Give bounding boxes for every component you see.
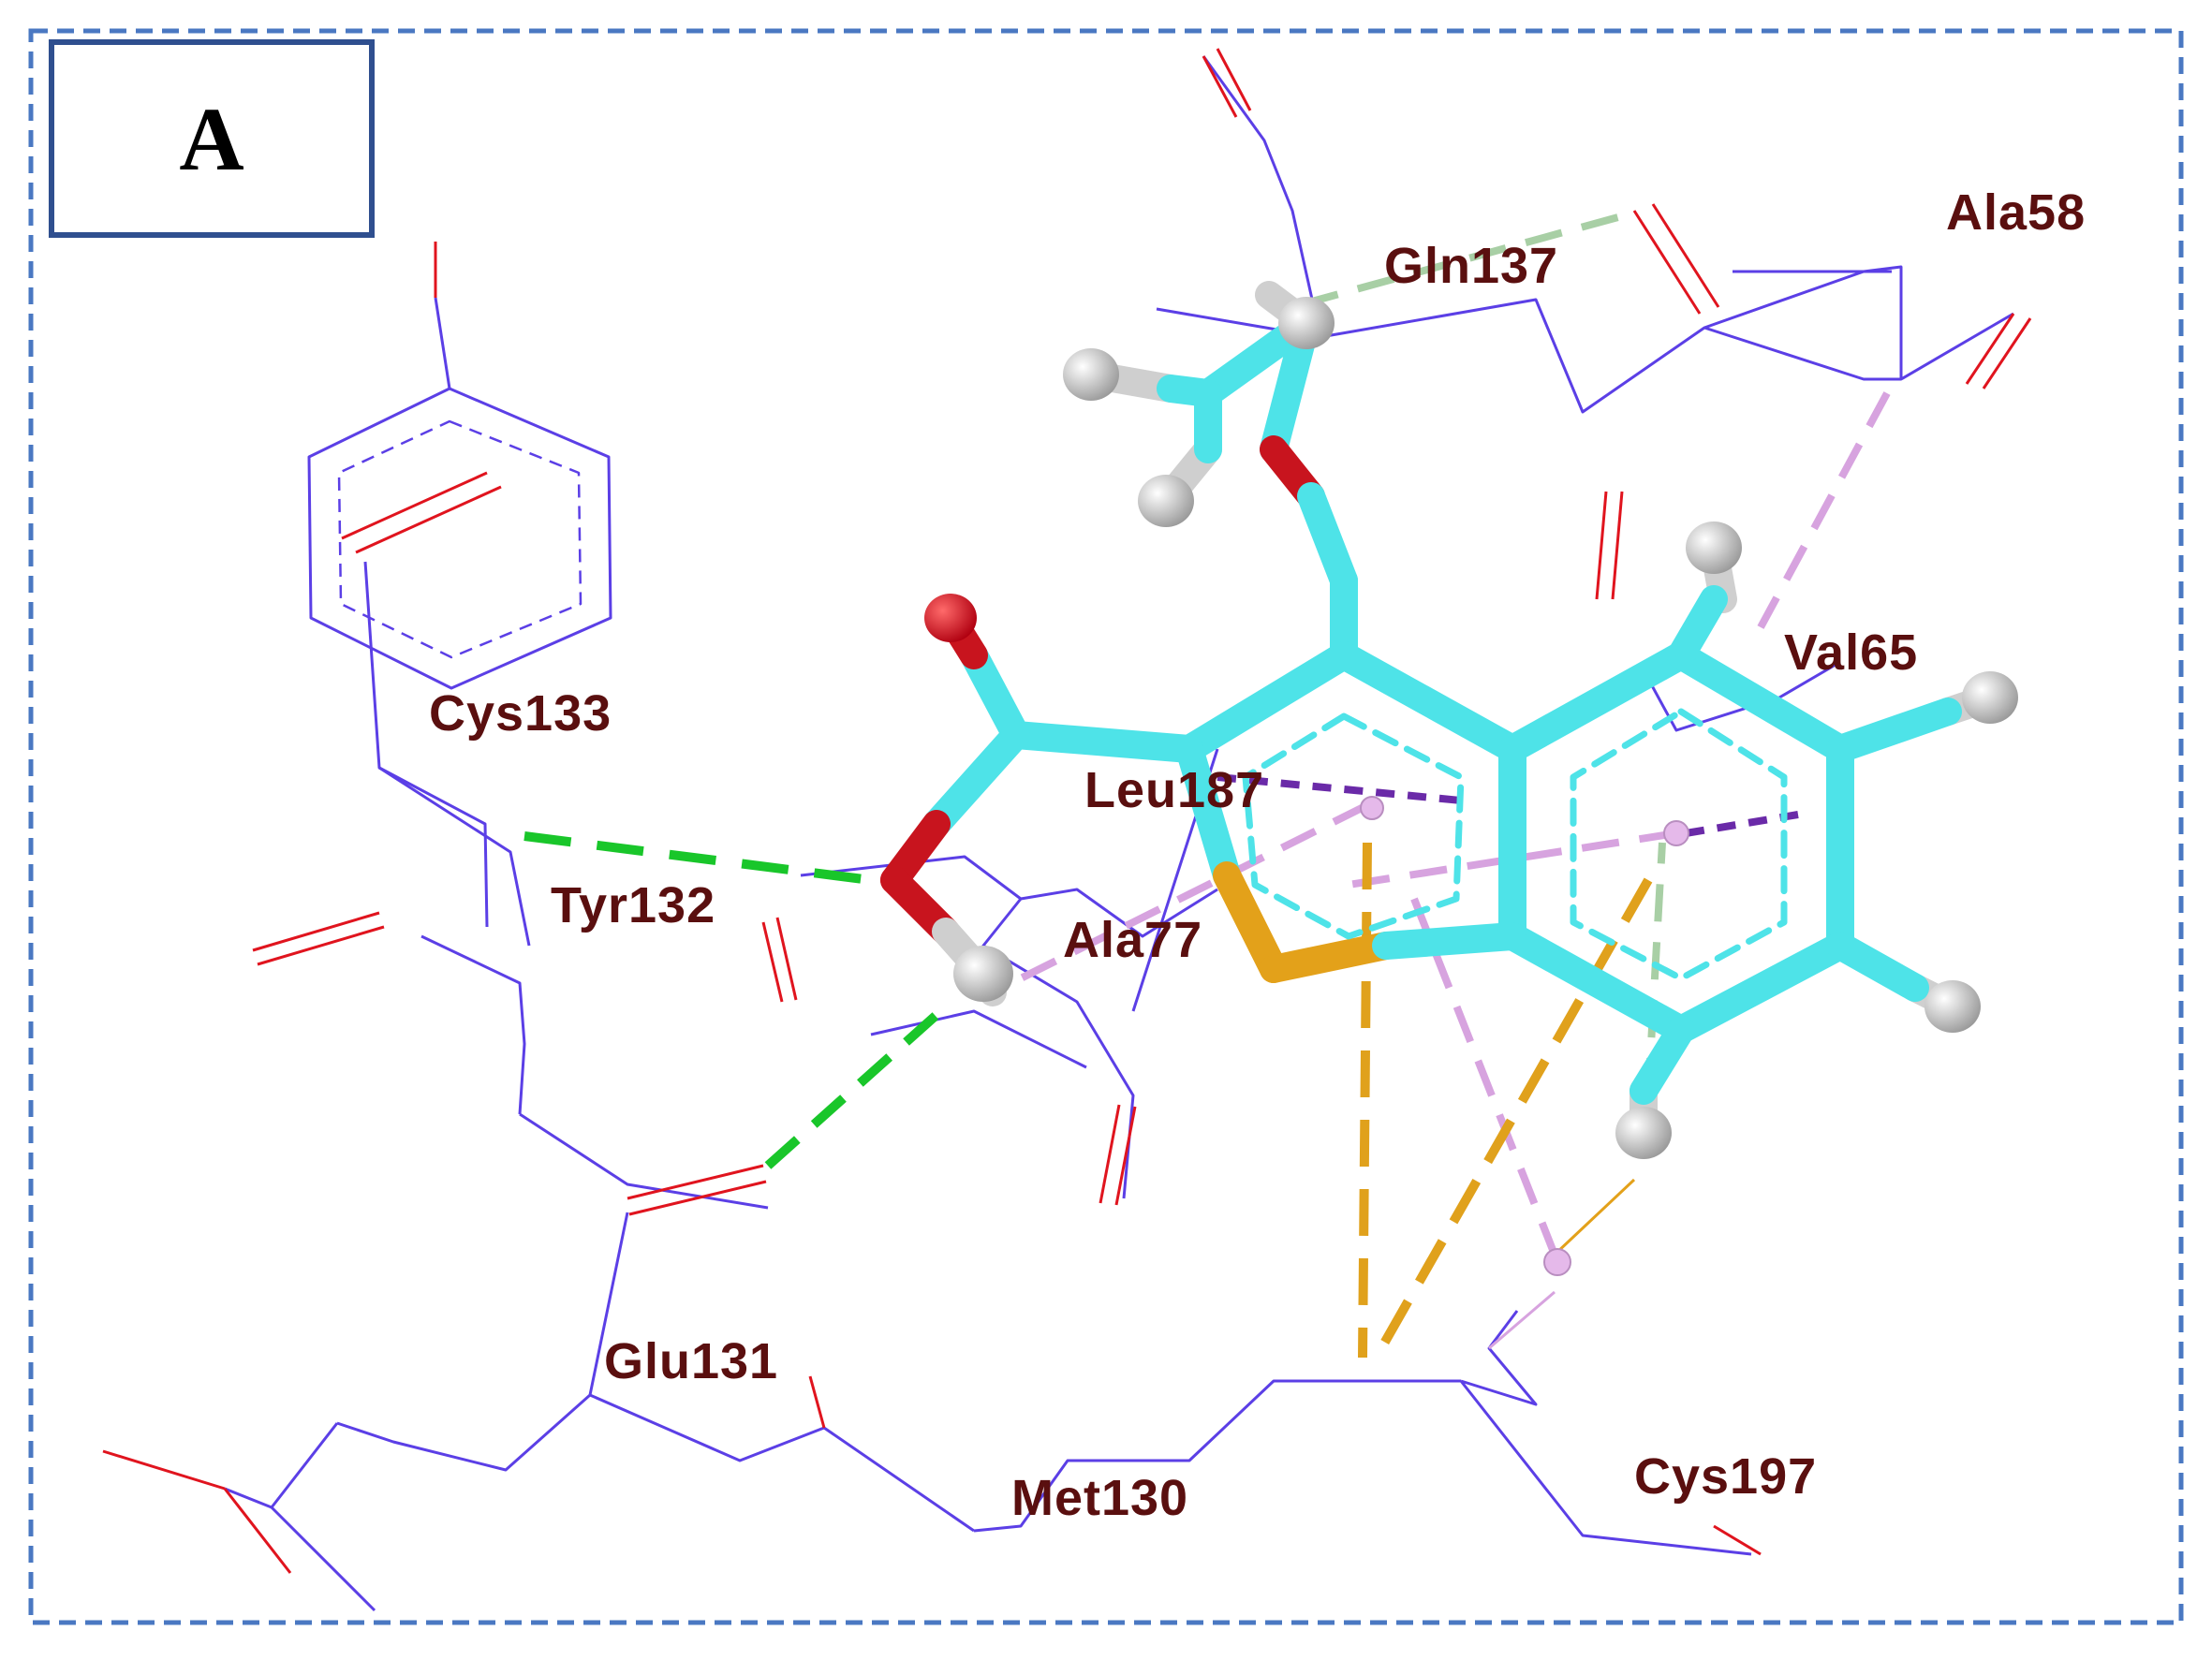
outer-dashed-frame [28,28,2184,1625]
label-tyr132: Tyr132 [551,877,715,933]
carbon-hbond-ring [1644,842,1666,1096]
pi-alkyl-cys197 [1410,897,1558,1256]
pi-alkyl-ala58 [1757,391,1891,629]
label-cys197: Cys197 [1634,1448,1817,1505]
carbonyl-bonds [102,48,2032,1574]
ligand-sticks [880,281,2004,1147]
ligand-atoms [924,297,2018,1159]
pi-sulfur-met130-b [1377,877,1653,1351]
label-gln137: Gln137 [1384,238,1558,294]
sulfur-contact-cys197 [1553,1178,1636,1256]
label-glu131: Glu131 [604,1333,778,1389]
pi-sulfur-met130-a [1358,842,1372,1359]
panel-label-box: A [49,39,375,238]
label-leu187: Leu187 [1084,762,1264,818]
label-ala77: Ala77 [1063,912,1202,968]
label-met130: Met130 [1011,1470,1188,1526]
hbond-glu131 [764,1003,950,1169]
residue-labels: Ala58 Gln137 Val65 Cys133 Leu187 Tyr132 … [429,184,2086,1526]
pi-alkyl-leu187 [1019,801,1369,982]
panel-letter: A [179,88,244,189]
residue-wireframe [224,55,2014,1612]
label-ala58: Ala58 [1946,184,2086,241]
hbond-cys133 [524,831,872,885]
pi-sigma-1 [1217,773,1462,804]
interaction-lines [524,212,1891,1359]
pi-centroids [1360,796,1689,1276]
label-cys133: Cys133 [429,685,612,742]
label-val65: Val65 [1784,624,1918,681]
